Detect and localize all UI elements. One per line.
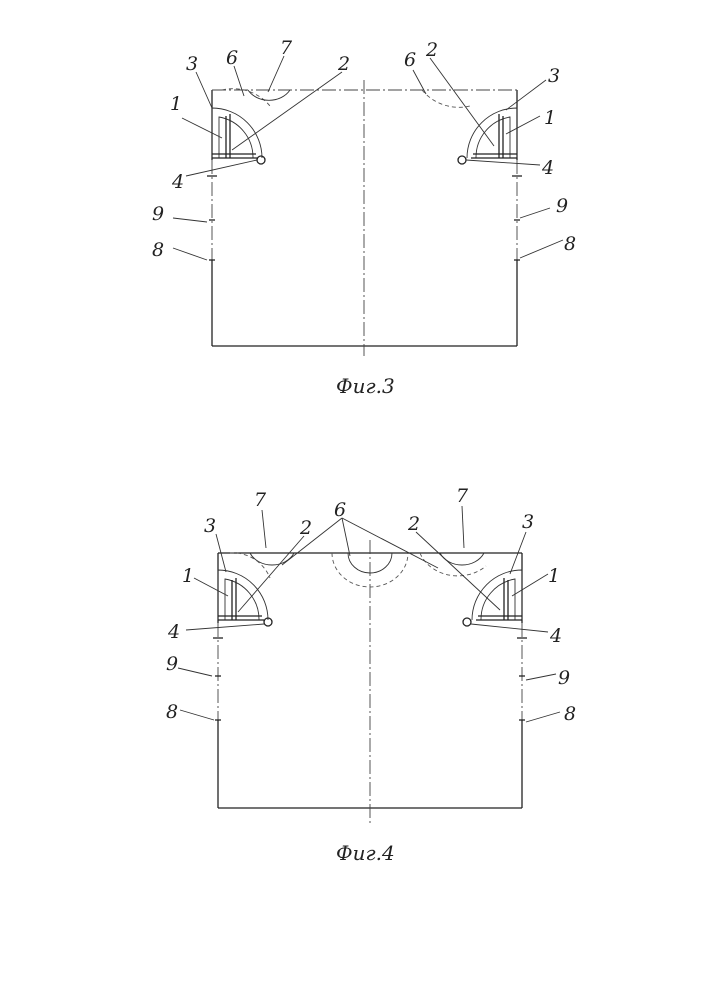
fig3-left-door-unit xyxy=(212,89,290,164)
ref-label: 7 xyxy=(456,485,469,507)
ref-label: 3 xyxy=(204,515,216,537)
ref-label: 2 xyxy=(425,39,438,61)
fig4-right-door-unit xyxy=(440,553,522,626)
ref-label: 1 xyxy=(544,107,556,129)
ref-label: 1 xyxy=(548,565,560,587)
ref-label: 8 xyxy=(166,701,178,723)
ref-label: 9 xyxy=(152,203,164,225)
ref-label: 2 xyxy=(337,53,350,75)
fig3-side-marks xyxy=(207,176,522,260)
ref-label: 7 xyxy=(280,37,293,59)
figure-caption: Фиг.4 xyxy=(336,841,395,865)
hinge-icon xyxy=(257,156,265,164)
ref-label: 9 xyxy=(558,667,570,689)
ref-label: 9 xyxy=(556,195,568,217)
hinge-icon xyxy=(458,156,466,164)
ref-label: 1 xyxy=(182,565,194,587)
figure-caption: Фиг.3 xyxy=(336,374,395,398)
ref-label: 1 xyxy=(170,93,182,115)
figure-4: 1 2 3 4 6 7 1 2 3 4 7 8 9 8 9 Фиг.4 xyxy=(166,485,576,865)
ref-label: 6 xyxy=(334,499,346,521)
ref-label: 6 xyxy=(404,49,416,71)
figure-3: 1 2 3 4 6 7 1 2 3 4 6 8 9 8 9 Фиг.3 xyxy=(152,37,576,398)
ref-label: 6 xyxy=(226,47,238,69)
fig4-leaders xyxy=(178,506,560,722)
ref-label: 8 xyxy=(564,233,576,255)
fig4-center-fittings xyxy=(332,553,486,587)
ref-label: 2 xyxy=(299,517,312,539)
fig3-right-door-unit xyxy=(422,90,517,164)
ref-label: 3 xyxy=(522,511,534,533)
ref-label: 8 xyxy=(152,239,164,261)
ref-label: 8 xyxy=(564,703,576,725)
ref-label: 4 xyxy=(549,625,562,647)
ref-label: 4 xyxy=(167,621,180,643)
ref-label: 7 xyxy=(254,489,267,511)
ref-label: 9 xyxy=(166,653,178,675)
fig3-outline xyxy=(212,90,517,346)
ref-label: 4 xyxy=(171,171,184,193)
ref-label: 3 xyxy=(548,65,560,87)
ref-label: 3 xyxy=(186,53,198,75)
ref-label: 4 xyxy=(541,157,554,179)
fig4-left-door-unit xyxy=(218,553,294,626)
hinge-icon xyxy=(463,618,471,626)
ref-label: 2 xyxy=(407,513,420,535)
